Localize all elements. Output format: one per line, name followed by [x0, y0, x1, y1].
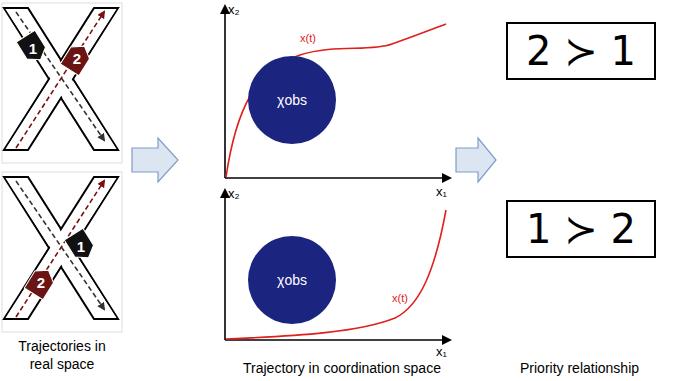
vehicle-shape: 1	[22, 34, 44, 62]
node-text: 2 ≻ 1	[526, 28, 636, 74]
vehicle-shape: 2	[66, 44, 88, 72]
obstacle-region: χobs	[248, 56, 336, 144]
node-text: χobs	[277, 272, 307, 288]
axis-label: x₂	[228, 186, 240, 201]
vehicle-shape: 2	[30, 268, 52, 296]
axis-label: x₂	[228, 2, 240, 17]
priority-box: 1 ≻ 2	[506, 200, 656, 258]
axis-label: x₁	[436, 184, 447, 199]
curve-label: x(t)	[300, 32, 316, 44]
node-text: 1 ≻ 2	[526, 206, 636, 252]
node-text: 1	[77, 238, 85, 255]
priority-box: 2 ≻ 1	[506, 22, 656, 80]
node-text: χobs	[277, 92, 307, 108]
node-text: 1	[29, 40, 37, 57]
vehicle-shape: 1	[70, 232, 92, 260]
curve-label: x(t)	[392, 292, 408, 304]
node-text: 2	[37, 274, 45, 291]
column-caption: Trajectory in coordination space	[243, 360, 441, 376]
obstacle-region: χobs	[248, 236, 336, 324]
column-caption: Trajectories in real space	[6, 338, 118, 373]
column-caption: Priority relationship	[520, 360, 639, 376]
node-text: 2	[73, 50, 81, 67]
axis-label: x₁	[436, 344, 447, 359]
